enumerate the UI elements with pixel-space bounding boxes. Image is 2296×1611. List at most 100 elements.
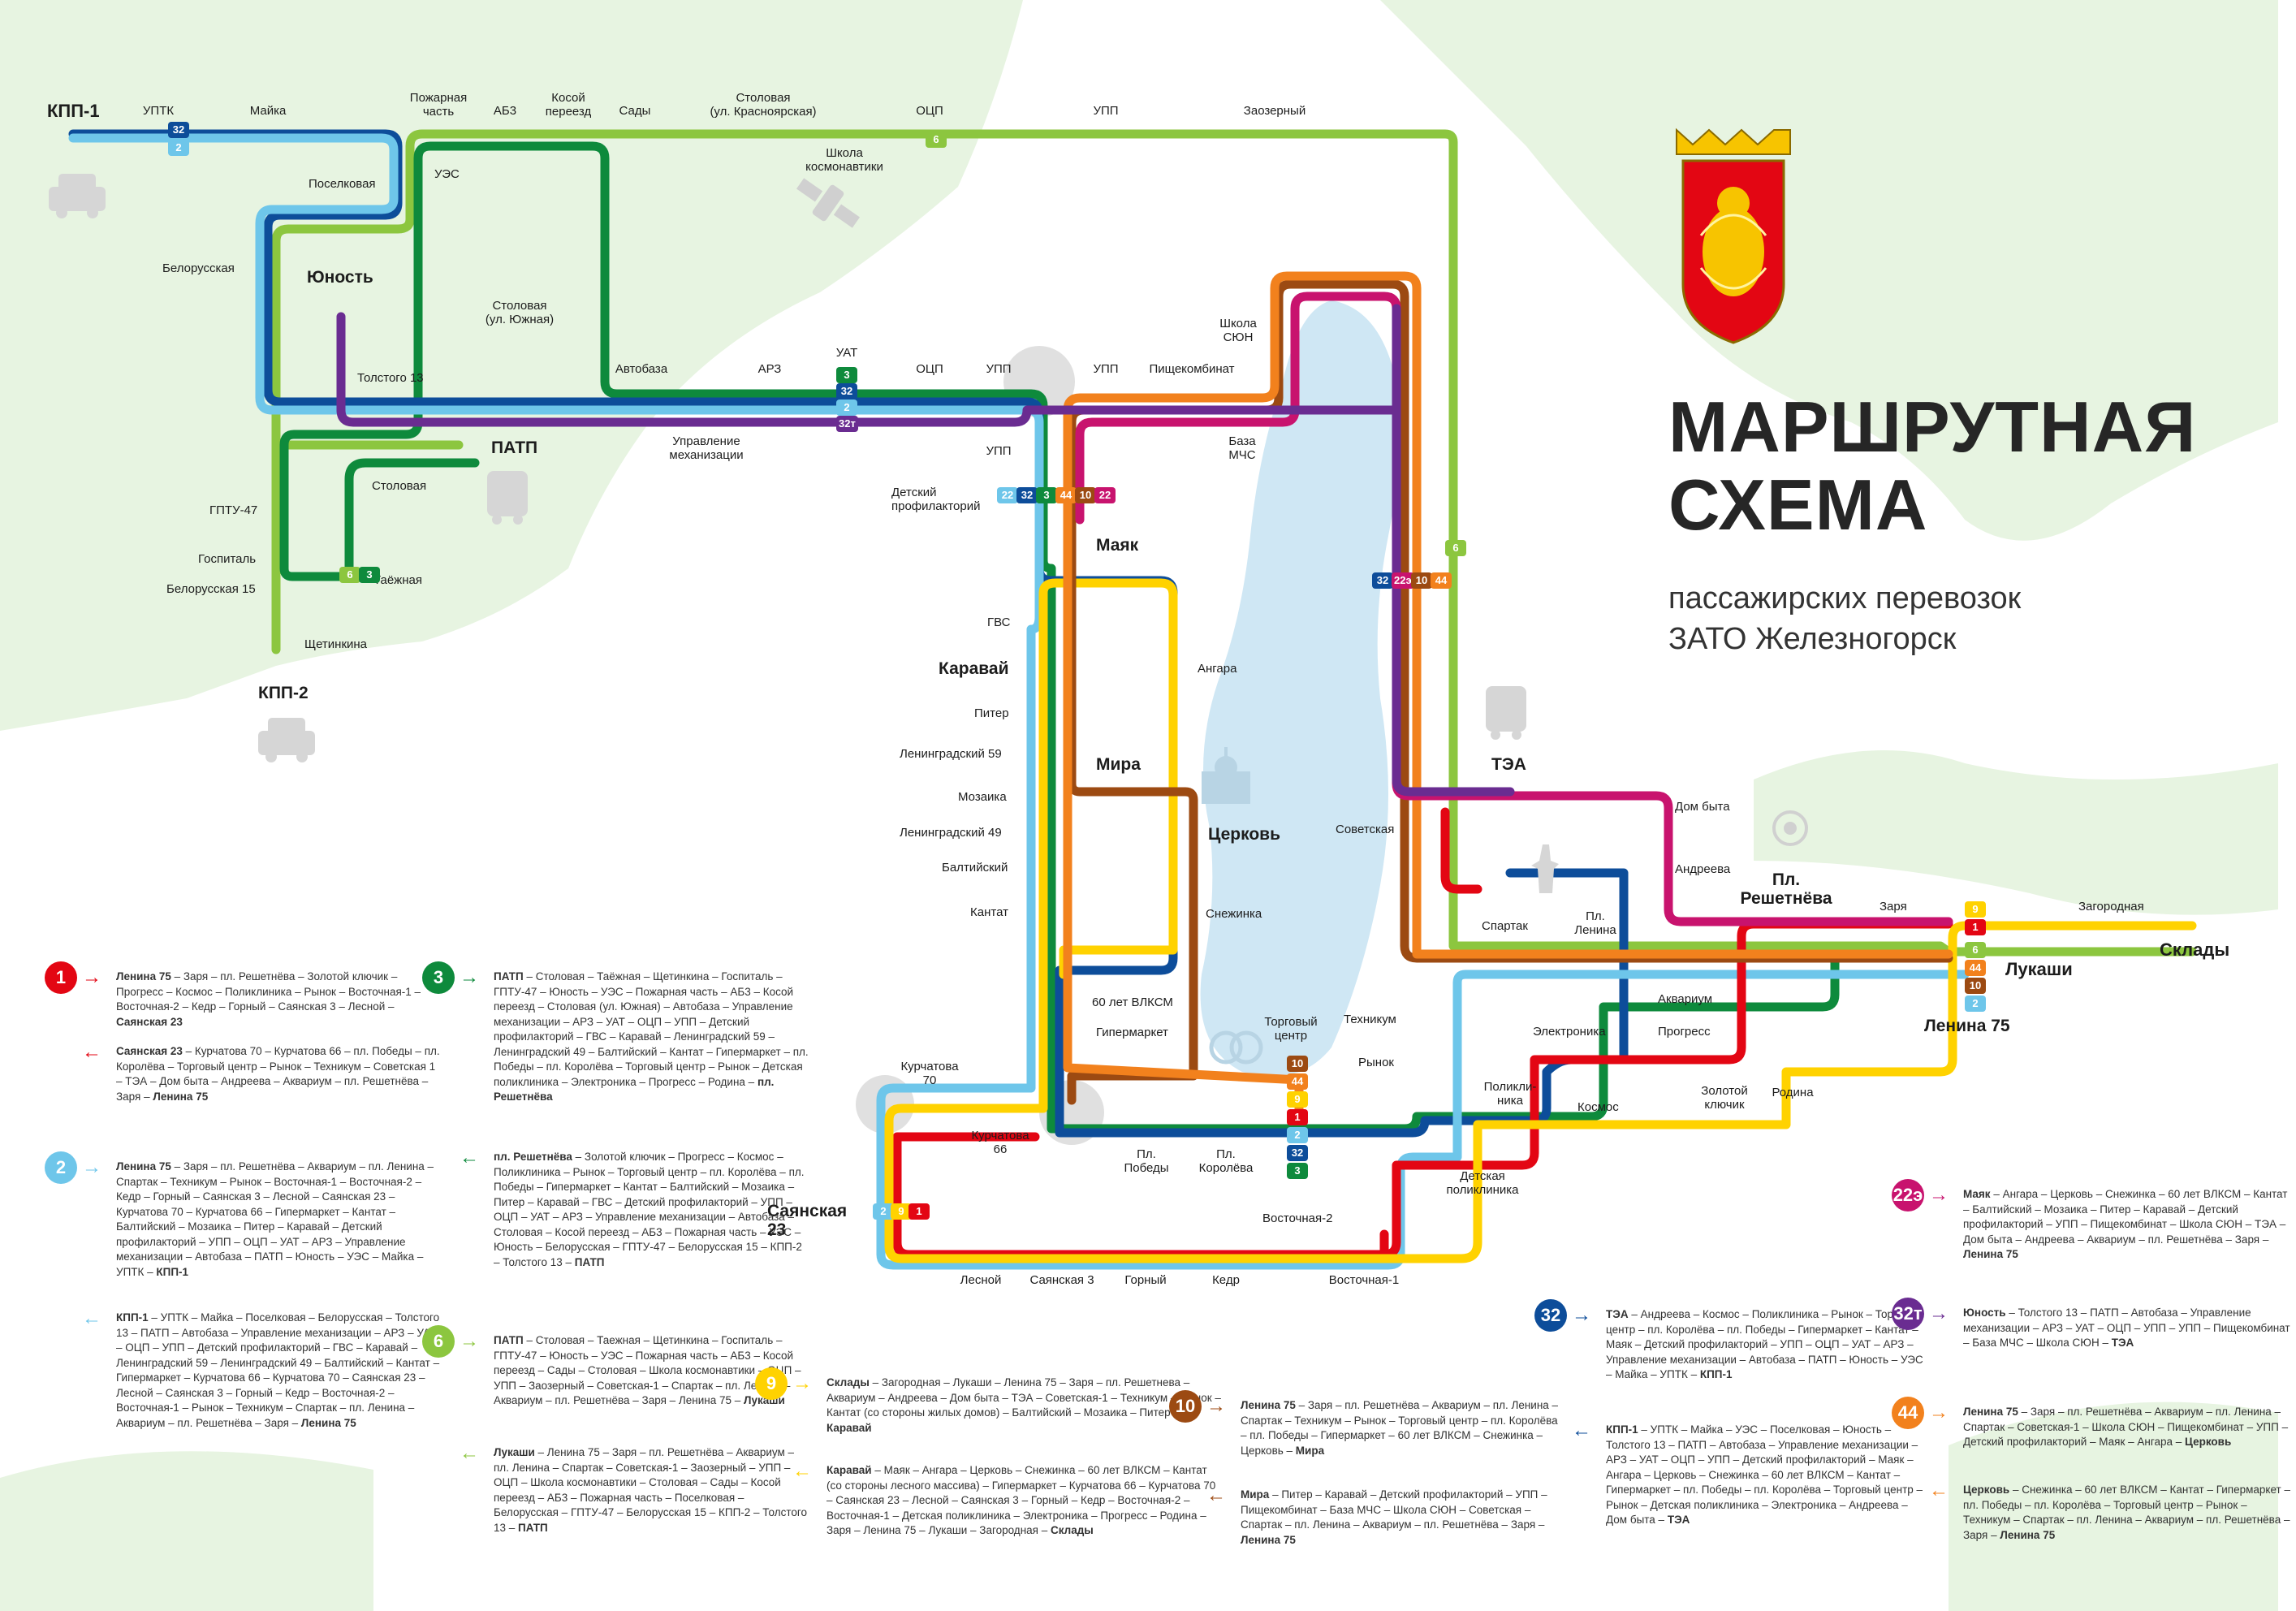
station-mira: Мира xyxy=(1096,755,1141,774)
legend-route-number: 32т xyxy=(1892,1298,1924,1330)
station-upp: УПП xyxy=(986,362,1012,376)
route-badge: 1 xyxy=(1287,1109,1308,1125)
arrow-right-icon: → xyxy=(460,966,479,988)
route-badge: 9 xyxy=(1287,1091,1308,1108)
station-vost2: Восточная-2 xyxy=(1262,1211,1333,1225)
route-badge: 22 xyxy=(1094,487,1116,503)
station-pl-koroleva: Пл. Королёва xyxy=(1198,1147,1254,1175)
station-gvs: ГВС xyxy=(987,615,1011,629)
arrow-right-icon: → xyxy=(460,1330,479,1352)
station-piter: Питер xyxy=(974,706,1009,720)
route-badge: 44 xyxy=(1287,1073,1308,1090)
route-32t-line xyxy=(336,304,1515,797)
station-poselkovaya: Поселковая xyxy=(309,177,376,191)
station-gorny: Горный xyxy=(1124,1273,1167,1287)
route-badge: 3 xyxy=(1287,1163,1308,1179)
route-badge: 6 xyxy=(339,567,360,583)
station-yunost: Юность xyxy=(307,268,373,287)
arrow-right-icon: → xyxy=(1929,1184,1949,1206)
station-snezhinka: Снежинка xyxy=(1206,907,1262,921)
page-title-line1: МАРШРУТНАЯ xyxy=(1668,387,2197,467)
station-gospital: Госпиталь xyxy=(198,552,257,566)
station-lenina75: Ленина 75 xyxy=(1924,1017,2010,1035)
route-badge: 2 xyxy=(168,140,189,156)
station-zaozerny: Заозерный xyxy=(1243,104,1306,118)
route-badge: 6 xyxy=(1445,540,1466,556)
page-title-line2: СХЕМА xyxy=(1668,464,1928,545)
station-vost1: Восточная-1 xyxy=(1328,1273,1400,1287)
monument-icon xyxy=(1531,844,1559,893)
legend-route-description: Маяк – Ангара – Церковь – Снежинка – 60 … xyxy=(1963,1188,2288,1260)
station-baza-mchs: База МЧС xyxy=(1228,434,1256,462)
legend-route-description: Юность – Толстого 13 – ПАТП – Автобаза –… xyxy=(1963,1307,2290,1349)
church-icon xyxy=(1202,747,1250,804)
station-lukashi: Лукаши xyxy=(2005,959,2073,979)
station-mayka: Майка xyxy=(249,104,287,118)
legend-route-description: Ленина 75 – Заря – пл. Решетнёва – Аквар… xyxy=(1241,1399,1559,1457)
station-sovetskaya: Советская xyxy=(1336,823,1395,836)
station-poliklinika: Поликли- ника xyxy=(1483,1080,1537,1108)
station-sady: Сады xyxy=(619,104,651,118)
station-zagorodnaya: Загородная xyxy=(2078,900,2144,913)
station-kpp2: КПП-2 xyxy=(258,684,309,702)
legend-route-description: Склады – Загородная – Лукаши – Ленина 75… xyxy=(826,1376,1221,1434)
legend-route-description: пл. Решетнёва – Золотой ключик – Прогрес… xyxy=(494,1151,805,1268)
station-len49: Ленинградский 49 xyxy=(900,826,1002,840)
arrow-right-icon: → xyxy=(82,1156,101,1178)
station-torg-centr: Торговый центр xyxy=(1264,1015,1318,1043)
satellite-icon xyxy=(796,178,860,228)
station-tserkov: Церковь xyxy=(1208,825,1280,844)
arrow-right-icon: → xyxy=(1572,1304,1591,1326)
arrow-left-icon: ← xyxy=(460,1147,479,1168)
arrow-left-icon: ← xyxy=(792,1460,812,1482)
route-badge: 22 xyxy=(997,487,1018,503)
legend-route-number: 22э xyxy=(1892,1179,1924,1211)
legend-route-description: Ленина 75 – Заря – пл. Решетнёва – Золот… xyxy=(116,970,421,1028)
station-stolovaya-kr: Столовая (ул. Красноярская) xyxy=(710,91,817,119)
legend-route-description: ТЭА – Андреева – Космос – Поликлиника – … xyxy=(1606,1308,1923,1380)
station-ocp: ОЦП xyxy=(916,362,943,376)
station-stolovaya: Столовая xyxy=(372,479,427,493)
station-upr-mech: Управление механизации xyxy=(669,434,744,462)
station-zol-kluch: Золотой ключик xyxy=(1701,1084,1748,1112)
station-stolovaya-yu: Столовая (ул. Южная) xyxy=(485,299,555,326)
station-rodina: Родина xyxy=(1772,1086,1814,1099)
station-zarya: Заря xyxy=(1880,900,1907,913)
station-spartak: Спартак xyxy=(1482,919,1528,933)
station-vlksm: 60 лет ВЛКСМ xyxy=(1092,996,1173,1009)
route-badge: 1 xyxy=(908,1203,930,1220)
station-pozh: Пожарная часть xyxy=(409,91,468,119)
station-det-polik: Детская поликлиника xyxy=(1446,1169,1519,1197)
station-arz: АРЗ xyxy=(757,362,782,376)
route-badge: 32 xyxy=(1287,1145,1308,1161)
legend-route-description: КПП-1 – УПТК – Майка – УЭС – Поселковая … xyxy=(1606,1423,1923,1526)
route-badge: 9 xyxy=(1965,901,1986,918)
arrow-right-icon: → xyxy=(792,1372,812,1394)
rings-icon xyxy=(1209,1030,1263,1065)
station-uptk: УПТК xyxy=(142,104,175,118)
station-ab3: АБ3 xyxy=(493,104,517,118)
station-upp-top: УПП xyxy=(1093,104,1119,118)
legend-route-number: 3 xyxy=(422,961,455,994)
station-tea: ТЭА xyxy=(1491,755,1526,774)
route-badge: 32 xyxy=(168,122,189,138)
lake xyxy=(1200,300,1400,1077)
route-44-line xyxy=(1063,271,1953,1121)
route-badge: 32 xyxy=(836,383,857,400)
route-badge: 32 xyxy=(1016,487,1038,503)
legend-route-number: 2 xyxy=(45,1151,77,1184)
station-avtobaza: Автобаза xyxy=(615,362,668,376)
legend-route-description: Церковь – Снежинка – 60 лет ВЛКСМ – Кант… xyxy=(1963,1484,2290,1541)
legend-route-description: Лукаши – Ленина 75 – Заря – пл. Решетнёв… xyxy=(494,1446,807,1534)
route-badge: 44 xyxy=(1965,960,1986,976)
arrow-left-icon: ← xyxy=(460,1442,479,1464)
route-badge: 22э xyxy=(1392,572,1414,589)
route-3-line xyxy=(279,141,1840,1134)
atom-logo-icon xyxy=(1772,810,1808,846)
station-schetinkina: Щетинкина xyxy=(304,637,368,651)
station-kosoy: Косой переезд xyxy=(545,91,592,119)
bus-icon xyxy=(487,471,528,525)
station-sklady: Склады xyxy=(2160,939,2230,960)
station-upp3: УПП xyxy=(986,444,1012,458)
